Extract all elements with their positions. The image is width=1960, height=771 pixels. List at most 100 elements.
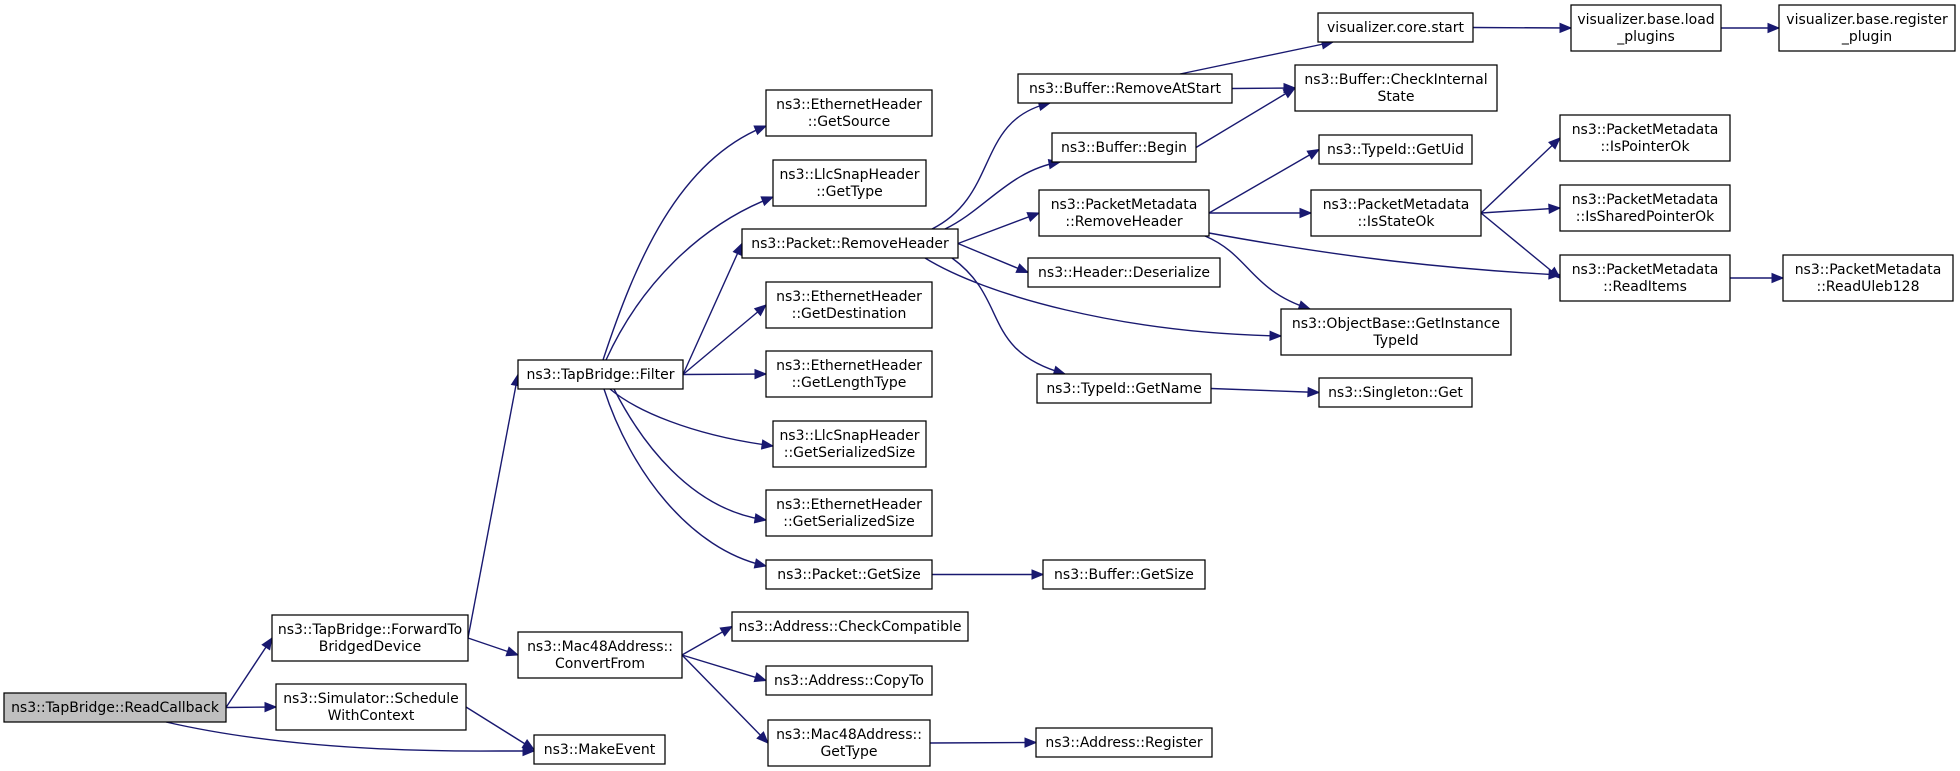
arrowhead [1767, 22, 1781, 34]
node-box[interactable] [765, 559, 933, 590]
node-packet-remove-header[interactable]: ns3::Packet::RemoveHeader [741, 228, 959, 259]
node-make-event[interactable]: ns3::MakeEvent [533, 734, 666, 765]
node-eth-get-length-type[interactable]: ns3::EthernetHeader::GetLengthType [765, 350, 933, 398]
node-box[interactable] [1559, 114, 1731, 162]
node-box[interactable] [517, 359, 684, 390]
edge-visualizer-core-start-to-visualizer-load-plugins [1472, 26, 1572, 29]
node-pm-read-uleb128[interactable]: ns3::PacketMetadata::ReadUleb128 [1782, 254, 1954, 302]
node-buffer-remove-at-start[interactable]: ns3::Buffer::RemoveAtStart [1017, 73, 1233, 104]
node-box[interactable] [1051, 132, 1197, 163]
node-buffer-begin[interactable]: ns3::Buffer::Begin [1051, 132, 1197, 163]
edge-tapbridge-filter-to-eth-get-serialized-size [613, 388, 767, 521]
node-box[interactable] [1559, 254, 1731, 302]
node-box[interactable] [1280, 308, 1512, 356]
node-buffer-get-size[interactable]: ns3::Buffer::GetSize [1042, 559, 1206, 590]
arrowhead [1299, 207, 1313, 219]
node-pm-is-shared-pointer-ok[interactable]: ns3::PacketMetadata::IsSharedPointerOk [1559, 184, 1731, 232]
node-box[interactable] [271, 614, 469, 662]
node-box[interactable] [1559, 184, 1731, 232]
node-box[interactable] [765, 89, 933, 137]
node-box[interactable] [533, 734, 666, 765]
node-box[interactable] [765, 281, 933, 329]
node-address-check-compatible[interactable]: ns3::Address::CheckCompatible [731, 611, 969, 642]
node-header-deserialize[interactable]: ns3::Header::Deserialize [1027, 257, 1221, 288]
node-eth-get-destination[interactable]: ns3::EthernetHeader::GetDestination [765, 281, 933, 329]
node-label: ::GetType [816, 184, 883, 200]
node-box[interactable] [1318, 134, 1473, 165]
node-label: visualizer.core.start [1327, 20, 1464, 36]
node-box[interactable] [1310, 189, 1482, 237]
node-box[interactable] [1782, 254, 1954, 302]
node-eth-get-source[interactable]: ns3::EthernetHeader::GetSource [765, 89, 933, 137]
node-label: visualizer.base.register [1786, 12, 1948, 28]
node-visualizer-register-plugin[interactable]: visualizer.base.register_plugin [1778, 4, 1956, 52]
node-box[interactable] [1042, 559, 1206, 590]
node-box[interactable] [1038, 189, 1210, 237]
node-pm-read-items[interactable]: ns3::PacketMetadata::ReadItems [1559, 254, 1731, 302]
node-box[interactable] [741, 228, 959, 259]
node-box[interactable] [767, 719, 931, 767]
node-box[interactable] [765, 489, 933, 537]
node-label: ns3::PacketMetadata [1572, 192, 1719, 208]
node-label: ns3::TapBridge::ReadCallback [11, 700, 220, 716]
node-label: ns3::MakeEvent [544, 742, 656, 758]
arrowhead [1548, 137, 1561, 150]
node-box[interactable] [1318, 377, 1473, 408]
node-eth-get-serialized-size[interactable]: ns3::EthernetHeader::GetSerializedSize [765, 489, 933, 537]
node-typeid-get-uid[interactable]: ns3::TypeId::GetUid [1318, 134, 1473, 165]
node-label: _plugins [1616, 29, 1675, 45]
node-label: ns3::PacketMetadata [1795, 262, 1942, 278]
node-singleton-get[interactable]: ns3::Singleton::Get [1318, 377, 1473, 408]
node-visualizer-load-plugins[interactable]: visualizer.base.load_plugins [1570, 4, 1722, 52]
node-label: ns3::LlcSnapHeader [779, 428, 919, 444]
node-tapbridge-filter[interactable]: ns3::TapBridge::Filter [517, 359, 684, 390]
arrowhead [760, 439, 775, 450]
node-pm-is-state-ok[interactable]: ns3::PacketMetadata::IsStateOk [1310, 189, 1482, 237]
node-visualizer-core-start[interactable]: visualizer.core.start [1317, 12, 1474, 43]
edge-pm-remove-header-to-objectbase-get-instance-typeid [1204, 235, 1311, 310]
node-box[interactable] [765, 665, 933, 696]
node-label: WithContext [328, 708, 415, 724]
node-box[interactable] [1017, 73, 1233, 104]
node-box[interactable] [765, 350, 933, 398]
node-box[interactable] [731, 611, 969, 642]
node-box[interactable] [1570, 4, 1722, 52]
node-typeid-get-name[interactable]: ns3::TypeId::GetName [1036, 373, 1212, 404]
edge-pm-is-state-ok-to-pm-read-items [1480, 212, 1561, 279]
node-address-register[interactable]: ns3::Address::Register [1035, 727, 1213, 758]
node-packet-get-size[interactable]: ns3::Packet::GetSize [765, 559, 933, 590]
edge-mac48-get-type-to-address-register [929, 741, 1037, 744]
node-box[interactable] [1294, 64, 1498, 112]
node-box[interactable] [275, 683, 467, 731]
node-pm-remove-header[interactable]: ns3::PacketMetadata::RemoveHeader [1038, 189, 1210, 237]
node-read-callback[interactable]: ns3::TapBridge::ReadCallback [3, 692, 227, 723]
node-pm-is-pointer-ok[interactable]: ns3::PacketMetadata::IsPointerOk [1559, 114, 1731, 162]
node-box[interactable] [772, 159, 927, 207]
node-box[interactable] [1035, 727, 1213, 758]
arrowhead [1015, 263, 1030, 274]
node-box[interactable] [1027, 257, 1221, 288]
node-box[interactable] [517, 631, 683, 679]
node-llc-get-type[interactable]: ns3::LlcSnapHeader::GetType [772, 159, 927, 207]
node-address-copy-to[interactable]: ns3::Address::CopyTo [765, 665, 933, 696]
node-box[interactable] [1036, 373, 1212, 404]
node-llc-get-serialized-size[interactable]: ns3::LlcSnapHeader::GetSerializedSize [772, 420, 927, 468]
node-mac48-get-type[interactable]: ns3::Mac48Address::GetType [767, 719, 931, 767]
node-box[interactable] [1317, 12, 1474, 43]
node-label: ns3::TypeId::GetUid [1327, 142, 1464, 158]
arrowhead [1026, 212, 1041, 222]
edge-mac48-convert-from-to-mac48-get-type [681, 654, 769, 744]
node-label: ns3::Address::CheckCompatible [739, 619, 962, 635]
node-box[interactable] [1778, 4, 1956, 52]
edge-tapbridge-filter-to-llc-get-serialized-size [609, 388, 774, 447]
node-label: ::GetSerializedSize [784, 445, 915, 461]
node-label: ns3::Buffer::Begin [1061, 140, 1187, 156]
node-box[interactable] [3, 692, 227, 723]
node-mac48-convert-from[interactable]: ns3::Mac48Address::ConvertFrom [517, 631, 683, 679]
arrowhead [754, 368, 768, 380]
node-box[interactable] [772, 420, 927, 468]
